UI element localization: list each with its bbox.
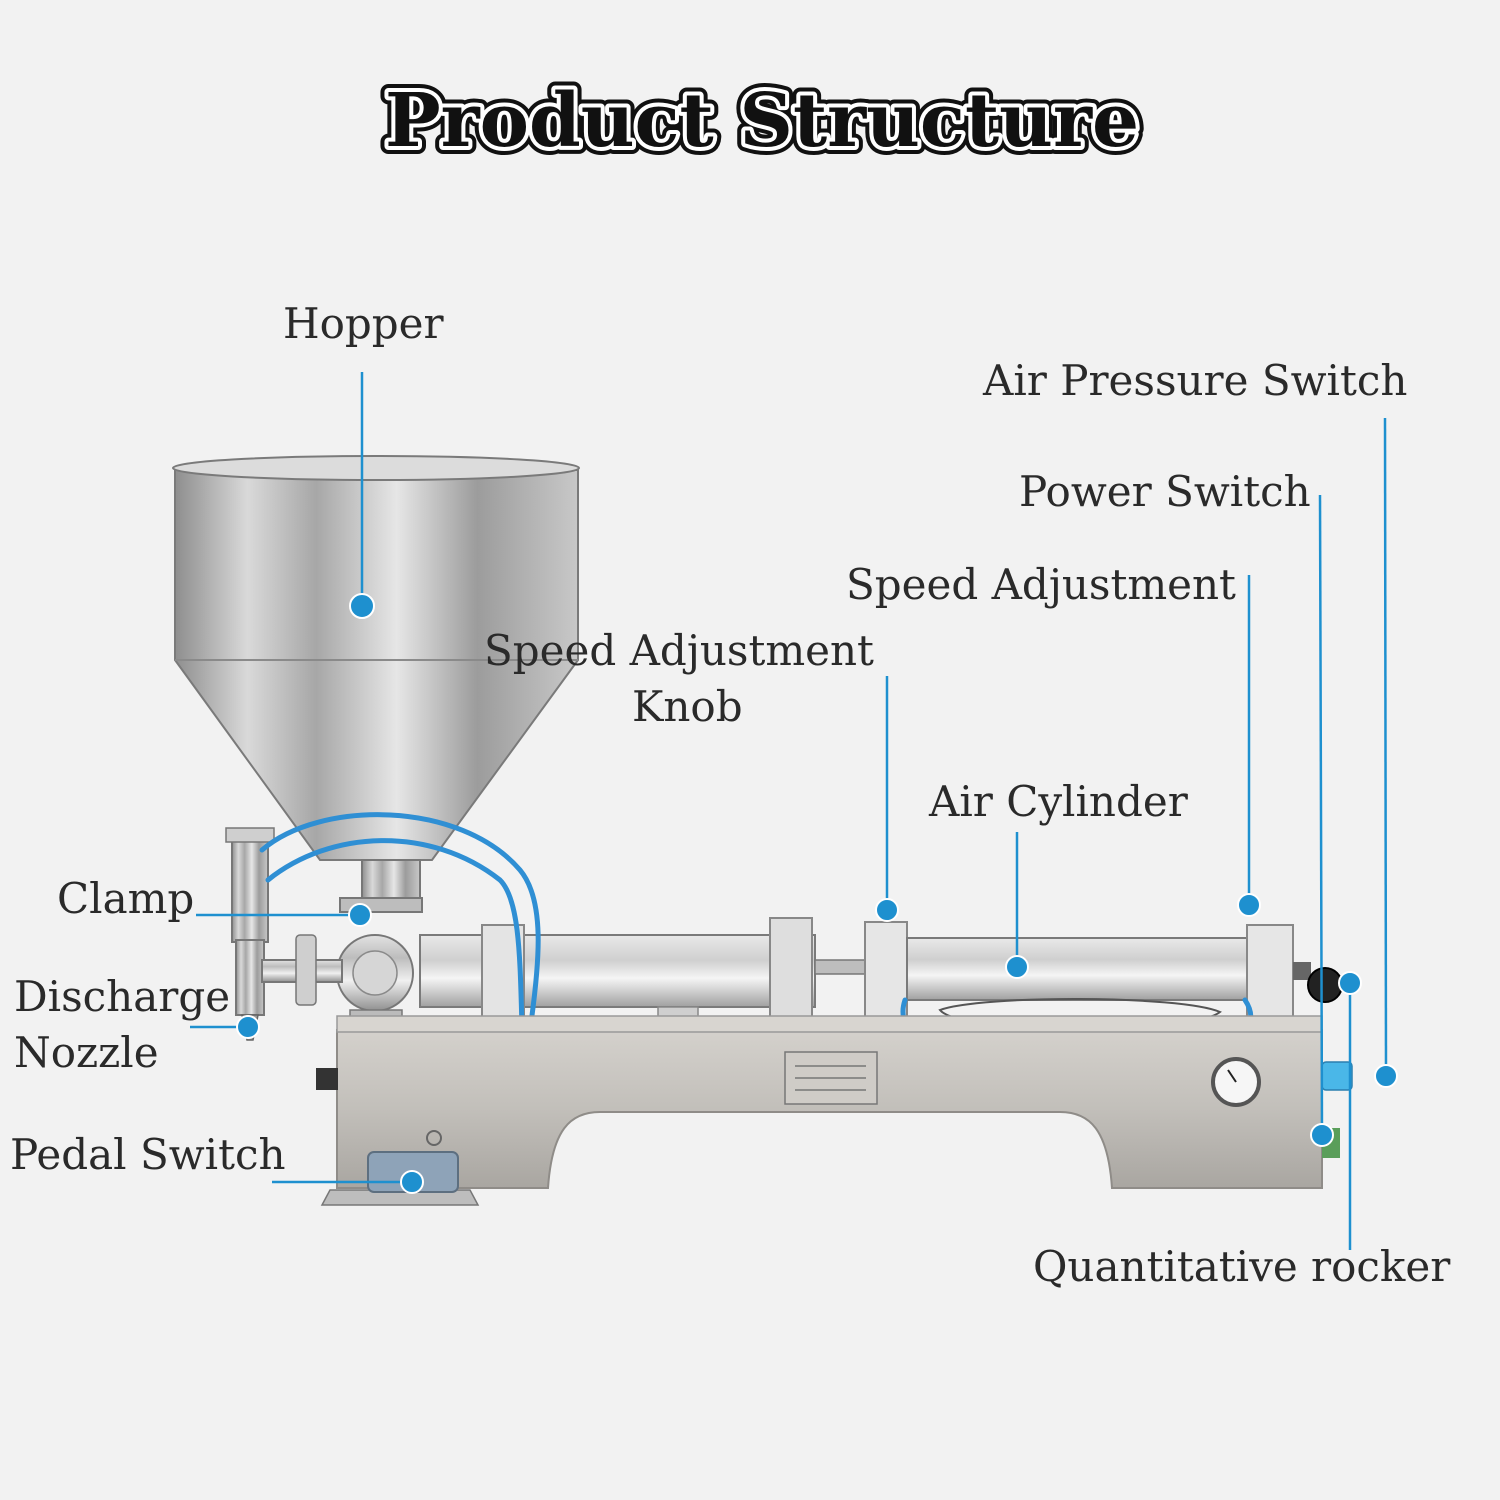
power-switch-dot [1310, 1123, 1334, 1147]
label-air-pressure-switch: Air Pressure Switch [983, 356, 1408, 405]
leader-lines [190, 372, 1388, 1250]
air-pressure-switch-dot [1374, 1064, 1398, 1088]
machine-illustration [172, 455, 1353, 1206]
label-pedal-switch: Pedal Switch [10, 1130, 286, 1179]
discharge-nozzle-dot [236, 1015, 260, 1039]
machine-base [316, 1015, 1353, 1189]
label-quantitative-rocker: Quantitative rocker [1033, 1242, 1451, 1291]
label-speed-adjustment-knob-line2: Knob [632, 682, 743, 731]
clamp-dot [348, 903, 372, 927]
label-clamp: Clamp [57, 874, 195, 923]
label-power-switch: Power Switch [1019, 467, 1311, 516]
label-speed-adjustment-knob-line1: Speed Adjustment [484, 626, 874, 675]
callout-dots [236, 593, 1398, 1194]
speed-adjustment-knob-dot [875, 898, 899, 922]
quantitative-rocker-dot [1338, 971, 1362, 995]
title-text: Product Structure [385, 78, 1139, 164]
material-cylinder [419, 917, 868, 1036]
hopper-dot [349, 593, 375, 619]
speed-adjustment-dot [1237, 893, 1261, 917]
pedal-switch-dot [400, 1170, 424, 1194]
title-group: Product Structure Product Structure Prod… [377, 70, 1147, 172]
power-switch-leader [1318, 494, 1324, 1136]
hopper-body [172, 455, 580, 913]
title-outline: Product Structure [385, 78, 1139, 164]
label-discharge-nozzle-line1: Discharge [14, 972, 231, 1021]
air-pressure-switch-leader [1383, 417, 1388, 1076]
label-hopper: Hopper [283, 299, 444, 348]
air-cylinder-dot [1005, 955, 1029, 979]
label-air-cylinder: Air Cylinder [929, 777, 1188, 826]
air-cylinder-body [864, 921, 1343, 1030]
title-halo: Product Structure [385, 78, 1139, 164]
label-discharge-nozzle-line2: Nozzle [14, 1028, 159, 1077]
label-speed-adjustment: Speed Adjustment [846, 560, 1236, 609]
